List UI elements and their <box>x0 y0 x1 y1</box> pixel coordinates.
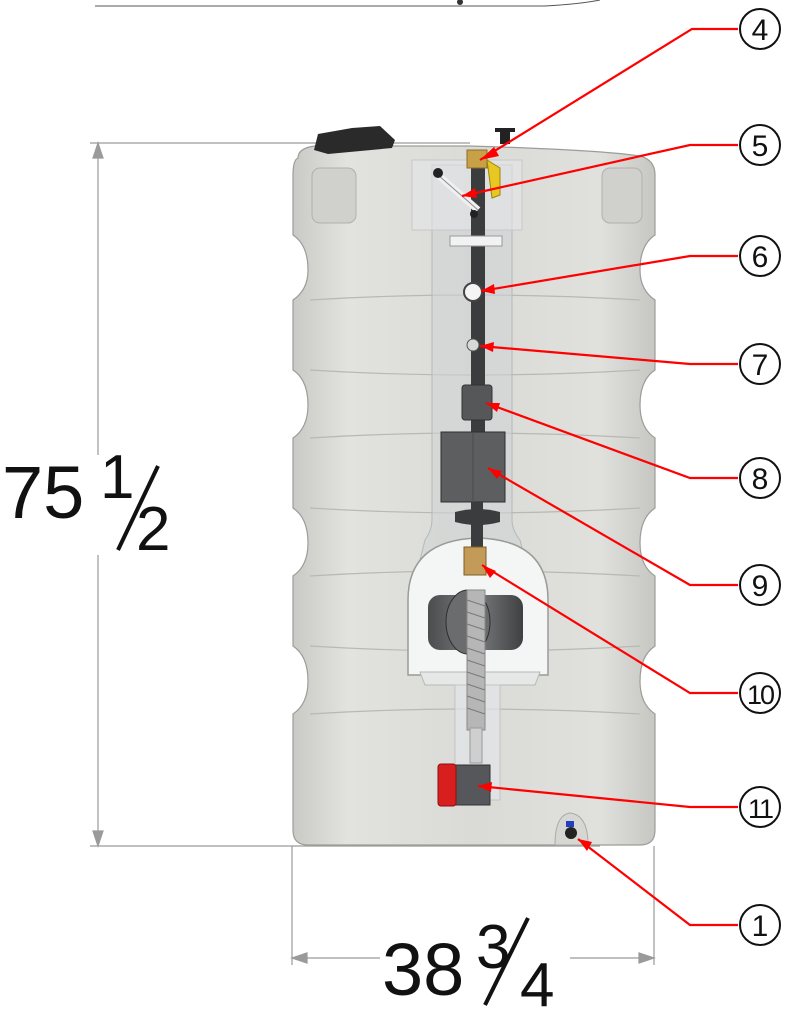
callout-label: 9 <box>752 570 769 603</box>
callout-4: 4 <box>739 8 781 50</box>
callout-label: 1 <box>752 910 769 943</box>
callout-label: 4 <box>752 14 769 47</box>
callout-label: 5 <box>752 130 769 163</box>
height-dimension-label: 75 1 2 <box>2 443 170 564</box>
height-whole: 75 <box>2 451 84 534</box>
top-fragment <box>95 0 601 7</box>
height-numerator: 1 <box>100 443 134 512</box>
width-numerator: 3 <box>476 913 510 982</box>
width-whole: 38 <box>382 928 464 1010</box>
leader-arrowheads <box>462 147 592 851</box>
callout-10: 10 <box>739 672 781 714</box>
callout-5: 5 <box>739 124 781 166</box>
callout-8: 8 <box>739 457 781 499</box>
height-dimension-lines <box>90 141 600 848</box>
callout-11: 11 <box>739 786 781 828</box>
callout-label: 7 <box>752 349 769 382</box>
callout-6: 6 <box>739 235 781 277</box>
callout-9: 9 <box>739 564 781 606</box>
leader-lines <box>461 27 738 927</box>
fill-cap <box>314 126 515 154</box>
width-denominator: 4 <box>520 951 554 1010</box>
callout-1: 1 <box>739 904 781 946</box>
height-denominator: 2 <box>136 495 170 564</box>
callout-label: 6 <box>752 241 769 274</box>
width-dimension-label: 38 3 4 <box>382 913 554 1010</box>
callout-label: 8 <box>752 463 769 496</box>
callout-label: 10 <box>747 680 774 710</box>
width-dimension-lines <box>290 846 656 965</box>
plumbing <box>428 149 577 839</box>
callout-7: 7 <box>739 343 781 385</box>
callout-label: 11 <box>748 794 773 824</box>
